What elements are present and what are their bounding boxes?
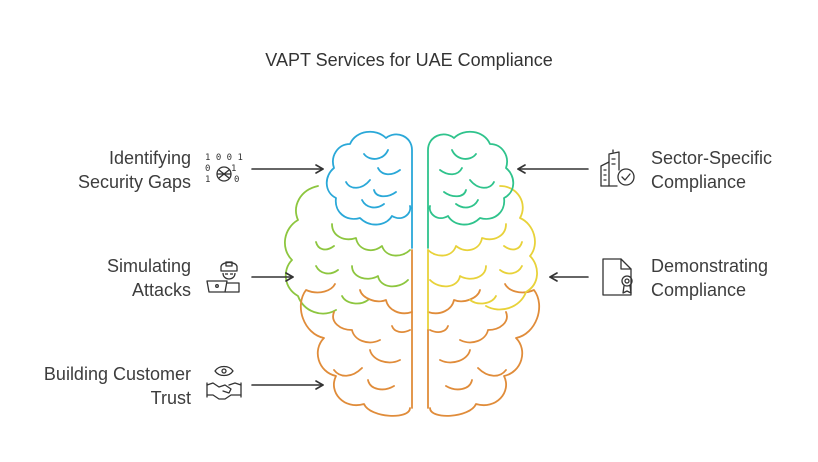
brain-lobe-orange-right [427,283,541,417]
label-line: Compliance [651,280,747,300]
label-demonstrating-compliance: Demonstrating Compliance [651,254,818,302]
label-line: Sector-Specific [651,148,773,168]
label-line: Identifying [108,148,191,168]
svg-text:0: 0 [205,164,210,174]
label-simulating-attacks: Simulating Attacks [11,254,191,302]
brain-lobe-teal-right [427,130,515,249]
label-line: Building Customer [43,364,191,384]
building-check-icon [600,149,635,187]
label-line: Simulating [106,256,191,276]
handshake-eye-icon [206,365,242,400]
svg-text:0: 0 [234,175,239,185]
binary-code-icon: 1 0 0 1 0 1 1 0 [205,153,243,185]
label-line: Compliance [651,172,747,192]
brain-lobe-yellow-right [427,185,538,311]
label-identifying-security-gaps: Identifying Security Gaps [11,146,191,194]
diagram-title: VAPT Services for UAE Compliance [265,50,553,70]
label-line: Security Gaps [77,172,191,192]
hacker-laptop-icon [206,261,240,293]
label-line: Attacks [131,280,191,300]
label-sector-specific-compliance: Sector-Specific Compliance [651,146,818,194]
certificate-document-icon [602,258,633,296]
brain-lobe-blue-left [325,130,413,249]
label-line: Trust [150,388,191,408]
svg-text:1: 1 [231,164,236,174]
brain-lobe-orange-left [299,283,413,417]
label-building-customer-trust: Building Customer Trust [11,362,191,410]
label-line: Demonstrating [651,256,769,276]
svg-text:1 0 0 1: 1 0 0 1 [205,153,243,163]
svg-text:1: 1 [205,175,210,185]
brain-lobe-green-left [284,185,411,315]
